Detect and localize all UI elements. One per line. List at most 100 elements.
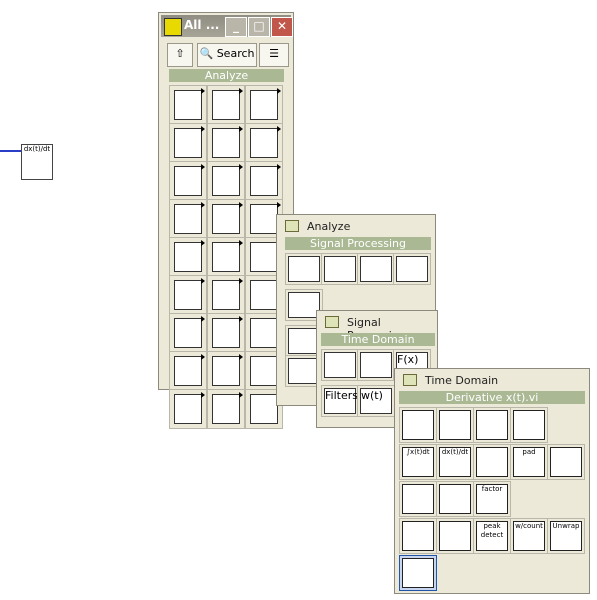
comparison-item[interactable]: [169, 161, 207, 201]
item-label: dx(t)/dt: [441, 448, 469, 456]
item-label: Unwrap: [552, 522, 580, 530]
instrument-io-item[interactable]: [169, 275, 207, 315]
pulse-measurements-item[interactable]: [436, 518, 474, 554]
derivative-icon: dx(t)/dt: [439, 447, 471, 477]
comm-item[interactable]: [207, 351, 245, 391]
factor-item[interactable]: factor: [473, 481, 511, 517]
dialog-item[interactable]: [245, 161, 283, 201]
submenu-arrow-icon: [201, 202, 205, 208]
filters-item[interactable]: Filters: [321, 385, 359, 417]
timing-item[interactable]: [207, 161, 245, 201]
signal-processing-palette-header[interactable]: Signal Processing: [319, 313, 435, 342]
deconvolution-item[interactable]: [436, 407, 474, 443]
time-domain-item[interactable]: [321, 349, 359, 381]
instr-icon: [212, 280, 240, 310]
string-item[interactable]: [169, 123, 207, 163]
options-button[interactable]: ☰: [259, 43, 289, 67]
convolution-item[interactable]: [399, 407, 437, 443]
user-libraries-item[interactable]: [169, 389, 207, 429]
close-button[interactable]: ✕: [271, 17, 293, 37]
instr-item[interactable]: [207, 275, 245, 315]
time-domain-palette-header[interactable]: Time Domain: [397, 371, 587, 389]
item-label: ∫x(t)dt: [406, 448, 430, 456]
derivative-node[interactable]: dx(t)/dt: [21, 144, 53, 180]
filters-label: Filters: [325, 389, 358, 402]
maximize-button[interactable]: □: [248, 17, 270, 37]
up-arrow-icon: ⇧: [175, 47, 185, 60]
minimize-button[interactable]: _: [225, 17, 247, 37]
fx-label: F(x): [397, 353, 419, 366]
pin-icon[interactable]: [285, 220, 299, 232]
selected-vi-item[interactable]: [399, 555, 437, 591]
network-item[interactable]: [169, 313, 207, 353]
count-icon: w/count: [513, 521, 545, 551]
submenu-arrow-icon: [277, 126, 281, 132]
zero-padder-item[interactable]: pad: [510, 444, 548, 480]
express-item[interactable]: [207, 389, 245, 429]
fir-item[interactable]: [436, 481, 474, 517]
integral-item[interactable]: ∫x(t)dt: [399, 444, 437, 480]
analyze-palette-header[interactable]: Analyze: [279, 217, 433, 235]
submenu-arrow-icon: [201, 392, 205, 398]
node-label: dx(t)/dt: [23, 145, 51, 153]
boolean-item[interactable]: [245, 85, 283, 125]
point-by-point-item[interactable]: [285, 355, 323, 387]
windows-item[interactable]: w(t): [357, 385, 395, 417]
derivative-item[interactable]: dx(t)/dt: [436, 444, 474, 480]
submenu-arrow-icon: [277, 88, 281, 94]
crosscorrelation-item[interactable]: [510, 407, 548, 443]
unwrap-phase-icon: [402, 484, 434, 514]
crosscorrelation-icon: [513, 410, 545, 440]
submenu-arrow-icon: [239, 240, 243, 246]
graphics-item[interactable]: [207, 199, 245, 239]
sound-icon: [250, 280, 278, 310]
array-item[interactable]: [207, 123, 245, 163]
up-button[interactable]: ⇧: [167, 43, 193, 67]
report-item[interactable]: [207, 313, 245, 353]
dialog-icon: [250, 166, 278, 196]
unwrap-icon: Unwrap: [550, 521, 582, 551]
numeric-item[interactable]: [169, 85, 207, 125]
integral-icon: ∫x(t)dt: [402, 447, 434, 477]
pin-icon[interactable]: [325, 316, 339, 328]
waveform-item[interactable]: [207, 237, 245, 277]
graphics-icon: [212, 204, 240, 234]
comparison-icon: [174, 166, 202, 196]
unwrap-phase-item[interactable]: [399, 481, 437, 517]
analyze-palette-title: Analyze: [307, 220, 351, 233]
waveform-conditioning-item[interactable]: [321, 253, 359, 285]
palette-titlebar[interactable]: All ... _ □ ✕: [161, 15, 293, 37]
structures-item[interactable]: [245, 389, 283, 429]
submenu-arrow-icon: [201, 126, 205, 132]
unwrap-item[interactable]: Unwrap: [547, 518, 585, 554]
pulse-measurements-icon: [439, 521, 471, 551]
autocorrelation-item[interactable]: [473, 407, 511, 443]
count-item[interactable]: w/count: [510, 518, 548, 554]
signal-generation-item[interactable]: [393, 253, 431, 285]
waveform-measurements-item[interactable]: [357, 253, 395, 285]
cluster-item[interactable]: [245, 123, 283, 163]
select-vi-item[interactable]: [169, 351, 207, 391]
zero-padder-icon: pad: [513, 447, 545, 477]
array-icon: [212, 128, 240, 158]
y-x-item[interactable]: [547, 444, 585, 480]
mathematics-icon: [250, 356, 278, 386]
spectral-item[interactable]: [285, 289, 323, 321]
numeric-ops-item[interactable]: [207, 85, 245, 125]
search-button[interactable]: 🔍 Search: [197, 43, 257, 67]
peak-detect-item[interactable]: peak detect: [473, 518, 511, 554]
pin-icon[interactable]: [403, 374, 417, 386]
submenu-arrow-icon: [201, 354, 205, 360]
frequency-domain-item[interactable]: [357, 349, 395, 381]
submenu-arrow-icon: [201, 278, 205, 284]
analyze-icon: [174, 242, 202, 272]
application-control-item[interactable]: [169, 199, 207, 239]
application-control-icon: [174, 204, 202, 234]
y-x-icon: [550, 447, 582, 477]
waveform-generation-item[interactable]: [285, 253, 323, 285]
decimate-item[interactable]: [473, 444, 511, 480]
submenu-arrow-icon: [239, 202, 243, 208]
select-vi-icon: [174, 356, 202, 386]
threshold-peak-item[interactable]: [399, 518, 437, 554]
analyze-item[interactable]: [169, 237, 207, 277]
